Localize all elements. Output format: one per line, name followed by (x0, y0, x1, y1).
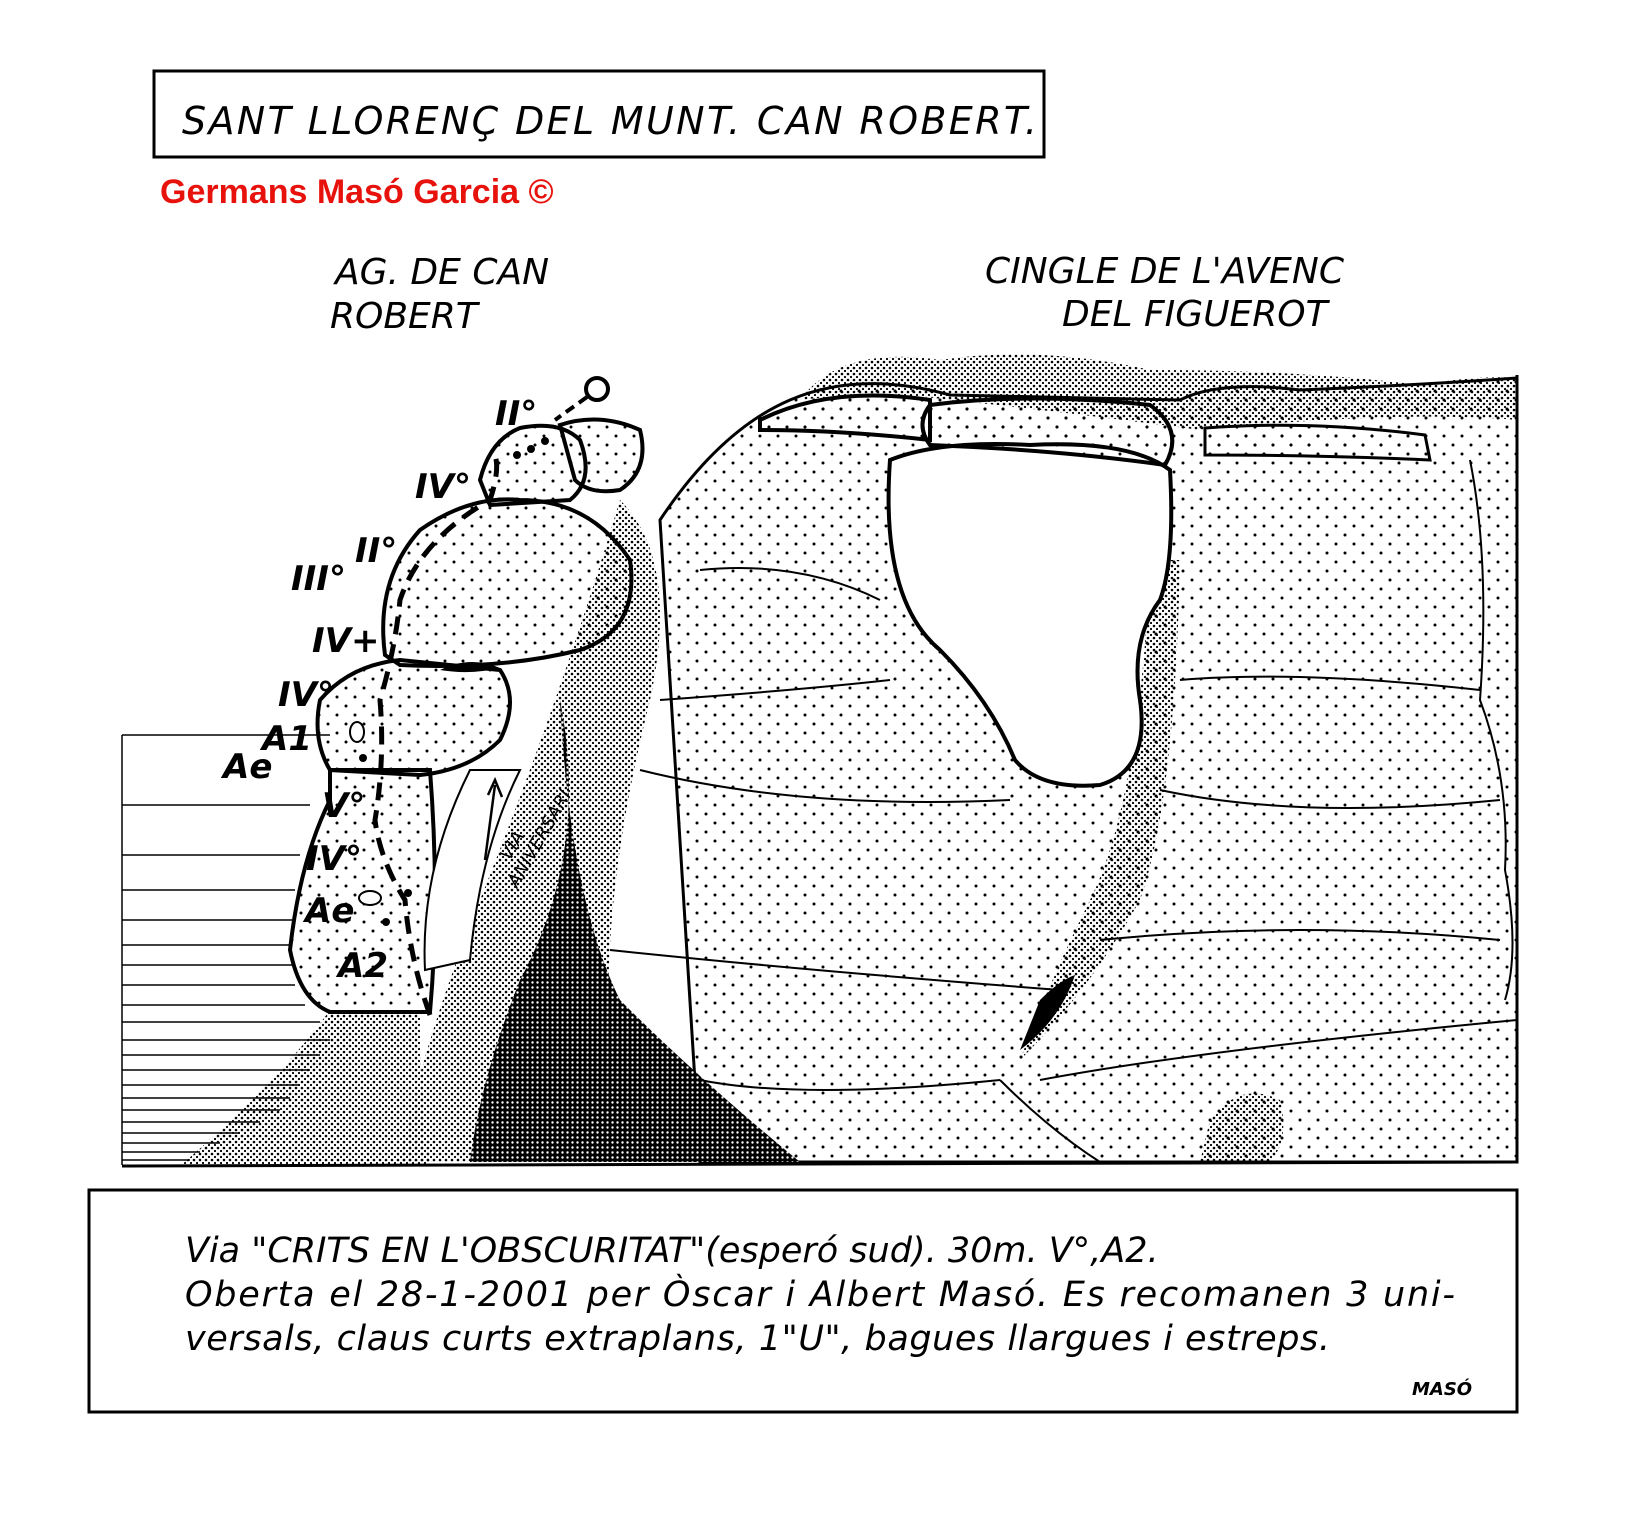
right-cliff-label-2: DEL FIGUEROT (1062, 294, 1331, 335)
pillar-lower (287, 768, 437, 1014)
grade-label: Ae (302, 891, 354, 931)
gully-dark (470, 700, 800, 1162)
belay-dot (527, 445, 535, 453)
belay-dot (359, 754, 367, 762)
cave-right (1020, 975, 1075, 1050)
hole (349, 721, 365, 743)
strata-lines (609, 459, 1518, 1163)
belay-dot (404, 889, 412, 897)
belay-dot (513, 451, 521, 459)
grade-label: III° (291, 559, 346, 599)
route-line (372, 454, 500, 1016)
caption-line-1: Via "CRITS EN L'OBSCURITAT"(esperó sud).… (185, 1231, 1159, 1271)
block-right-cap (920, 396, 1175, 468)
left-scree (180, 1010, 430, 1166)
grade-label: IV+ (312, 621, 379, 661)
grade-label: II° (495, 394, 537, 434)
central-gully (400, 500, 720, 1162)
caption-line-2: Oberta el 28-1-2001 per Òscar i Albert M… (185, 1273, 1455, 1315)
grade-label: II° (355, 531, 397, 571)
overhang-black (440, 661, 500, 673)
bush (1200, 1093, 1284, 1162)
left-peak-label-1: AG. DE CAN (333, 252, 549, 293)
hole (358, 890, 382, 906)
grade-label: IV° (306, 839, 362, 879)
caption-line-3: versals, claus curts extraplans, 1"U", b… (185, 1319, 1330, 1359)
pillar-middle (315, 657, 512, 778)
copyright-notice: Germans Masó Garcia © (160, 173, 554, 211)
caption-box (87, 1188, 1519, 1414)
block-middle-cap (758, 393, 932, 443)
left-peak-label-2: ROBERT (330, 296, 481, 337)
belay-dot (382, 918, 390, 926)
grade-label: Ae (220, 747, 272, 787)
summit-line (553, 395, 589, 422)
grade-label: IV° (415, 467, 471, 507)
signature: MASÓ (1412, 1378, 1472, 1400)
summit-ring-icon (584, 376, 610, 402)
grade-label: IV° (278, 675, 334, 715)
title-text: SANT LLORENÇ DEL MUNT. CAN ROBERT. (182, 99, 1037, 143)
grade-label: A2 (335, 946, 388, 986)
right-cliff-label-1: CINGLE DE L'AVENC (985, 251, 1345, 292)
grade-label: A1 (259, 719, 312, 759)
belay-dot (541, 437, 549, 445)
via-aniversari-arrow-icon (483, 776, 504, 861)
cliff-top-scrub (800, 354, 1517, 430)
top-boulder (557, 417, 645, 494)
via-aniversari-slab (423, 769, 522, 972)
grade-label: V° (322, 786, 365, 826)
right-gully (1020, 560, 1180, 1060)
title-box (152, 69, 1046, 159)
pillar-upper (381, 497, 634, 668)
block-far-right-cap (1203, 423, 1432, 462)
